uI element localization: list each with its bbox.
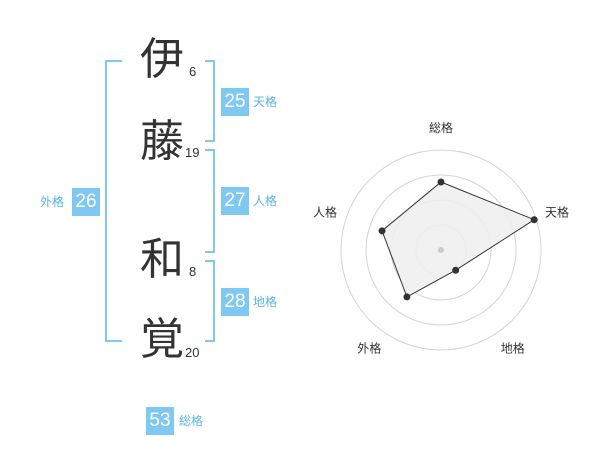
radar-point-3 bbox=[452, 266, 460, 274]
radar-axis-label-3: 地格 bbox=[501, 341, 525, 356]
chikaku-bracket bbox=[205, 260, 215, 342]
radar-grid-ring-3 bbox=[365, 174, 517, 326]
name-char-2: 藤 bbox=[140, 116, 184, 167]
stroke-count-4: 20 bbox=[185, 345, 200, 360]
radar-point-5 bbox=[378, 227, 386, 235]
stroke-count-1: 6 bbox=[189, 64, 197, 79]
jinkaku-value: 27 bbox=[221, 187, 249, 215]
gaikaku-bracket bbox=[105, 60, 122, 342]
tenkaku-value: 25 bbox=[221, 88, 249, 116]
chikaku-value: 28 bbox=[221, 288, 249, 316]
name-char-3: 和 bbox=[140, 234, 184, 285]
radar-center-dot bbox=[438, 247, 444, 253]
radar-axis-label-5: 人格 bbox=[313, 204, 337, 219]
stroke-count-3: 8 bbox=[189, 264, 197, 279]
tenkaku-bracket bbox=[205, 60, 215, 142]
gaikaku-value: 26 bbox=[72, 188, 100, 216]
name-char-1: 伊 bbox=[140, 34, 184, 85]
radar-point-2 bbox=[530, 216, 538, 224]
soukaku-label: 総格 bbox=[179, 414, 204, 428]
radar-axis-label-1: 総格 bbox=[429, 120, 453, 135]
radar-axis-label-4: 外格 bbox=[357, 341, 381, 356]
soukaku-value: 53 bbox=[146, 407, 174, 435]
tenkaku-label: 天格 bbox=[253, 95, 278, 109]
radar-data-polygon bbox=[381, 181, 536, 298]
stroke-count-2: 19 bbox=[185, 145, 200, 160]
name-char-4: 覚 bbox=[140, 314, 184, 365]
radar-grid-ring-4 bbox=[340, 149, 542, 351]
gaikaku-label: 外格 bbox=[40, 195, 65, 209]
radar-point-4 bbox=[403, 293, 411, 301]
radar-point-1 bbox=[437, 178, 445, 186]
jinkaku-label: 人格 bbox=[253, 194, 278, 208]
radar-axis-label-2: 天格 bbox=[545, 204, 569, 219]
jinkaku-bracket bbox=[205, 149, 215, 253]
chikaku-label: 地格 bbox=[253, 295, 278, 309]
